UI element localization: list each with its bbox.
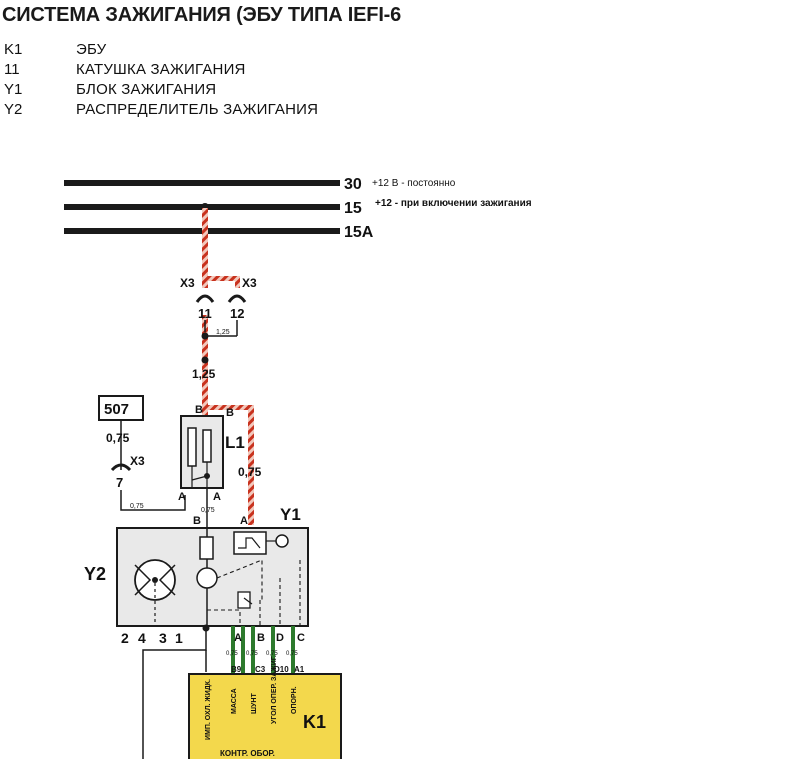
ecu-pin: B9 xyxy=(231,665,242,674)
socket-12 xyxy=(227,294,247,303)
bottom-gauge: 0,75 xyxy=(286,651,298,657)
coil-label: L1 xyxy=(225,433,245,452)
pin-letter: B xyxy=(195,404,203,416)
bottom-pin-letter: D xyxy=(276,632,284,644)
ecu-label: K1 xyxy=(303,712,326,732)
connector-label: X3 xyxy=(130,454,145,468)
bus-label-15a: 15A xyxy=(344,224,374,241)
box-507-label: 507 xyxy=(104,401,129,418)
connector-label: X3 xyxy=(242,276,257,290)
socket-7 xyxy=(110,463,132,472)
pin-11: 11 xyxy=(198,306,212,321)
pin-7: 7 xyxy=(116,475,123,490)
legend-code: Y1 xyxy=(4,81,23,98)
y2-pin: 1 xyxy=(175,630,183,646)
pin-letter: A xyxy=(213,491,221,503)
ecu-pin-label: МАССА xyxy=(231,688,238,714)
connector-label: X3 xyxy=(180,276,195,290)
main-wire-gauge: 1,25 xyxy=(192,367,216,381)
bottom-gauge: 0,75 xyxy=(266,651,278,657)
ecu-pin: A1 xyxy=(294,665,305,674)
pin-letter: B xyxy=(226,407,234,419)
ecu-k1: K1 ИМП. ОХЛ. ЖИДК. МАССА ШУНТ УГОЛ ОПЕР.… xyxy=(188,655,342,759)
pin-letter: B xyxy=(193,515,201,527)
ignition-coil-l1: L1 B B A A 0,75 0,75 xyxy=(178,404,262,528)
y2-pin: 2 xyxy=(121,630,129,646)
y2-pin: 4 xyxy=(138,630,146,646)
ecu-pin-label: ШУНТ xyxy=(251,693,258,714)
legend-code: Y2 xyxy=(4,101,23,118)
pin-letter: A xyxy=(178,491,186,503)
pin-letter: A xyxy=(240,515,248,527)
legend-desc: КАТУШКА ЗАЖИГАНИЯ xyxy=(76,61,246,78)
bottom-pin-letter: A xyxy=(234,632,242,644)
ecu-pin-label: УГОЛ ОПЕР. ЗАЖИГ. xyxy=(271,655,278,724)
ecu-pin: D10 xyxy=(274,665,289,674)
ecu-bottom-label: КОНТР. ОБОР. xyxy=(220,749,275,758)
bus-label-15: 15 xyxy=(344,200,362,217)
ecu-pin: C3 xyxy=(255,665,266,674)
y2-pin: 3 xyxy=(159,630,167,646)
wire-gauge-small: 0,75 xyxy=(201,507,215,514)
ecu-box xyxy=(188,673,342,759)
diagram-title: СИСТЕМА ЗАЖИГАНИЯ (ЭБУ ТИПА IEFI-6 xyxy=(2,4,402,26)
legend-desc: БЛОК ЗАЖИГАНИЯ xyxy=(76,81,217,98)
coil-wire-gauge: 0,75 xyxy=(238,465,262,479)
bottom-gauge: 0,75 xyxy=(226,651,238,657)
bus-note-15: +12 - при включении зажигания xyxy=(375,198,532,209)
socket-11 xyxy=(195,294,215,303)
jumper-gauge: 1,25 xyxy=(216,329,230,336)
connector-x3-upper: X3 X3 11 12 1,25 1,25 xyxy=(180,276,257,381)
pin-12: 12 xyxy=(230,306,244,321)
ecu-pin-label: ОПОРН. xyxy=(291,686,298,714)
ecu-pin-label: ИМП. ОХЛ. ЖИДК. xyxy=(205,679,212,740)
bus-bars: 30 15 15A +12 В - постоянно +12 - при вк… xyxy=(64,176,532,241)
y2-label: Y2 xyxy=(84,564,106,584)
legend-desc: ЭБУ xyxy=(76,41,107,58)
wire-gauge: 0,75 xyxy=(106,431,130,445)
sensor-507: 507 0,75 X3 7 0,75 xyxy=(98,395,186,511)
box-507 xyxy=(98,395,144,421)
bottom-pin-letter: C xyxy=(297,632,305,644)
legend-code: 11 xyxy=(4,61,20,78)
bottom-pin-letter: B xyxy=(257,632,265,644)
legend-desc: РАСПРЕДЕЛИТЕЛЬ ЗАЖИГАНИЯ xyxy=(76,101,319,118)
legend-code: K1 xyxy=(4,41,23,58)
bottom-gauge: 0,75 xyxy=(246,651,258,657)
ecu-wiring: A B D C 0,75 0,75 0,75 0,75 B9 C3 D10 A1 xyxy=(142,626,305,759)
bus-30 xyxy=(64,180,340,186)
bus-label-30: 30 xyxy=(344,176,362,193)
bus-note-30: +12 В - постоянно xyxy=(372,178,456,189)
wire-gauge-small: 0,75 xyxy=(130,503,144,510)
y1-label: Y1 xyxy=(280,505,301,524)
distributor-module: Y2 Y1 B A 2 4 3 1 xyxy=(84,505,309,646)
